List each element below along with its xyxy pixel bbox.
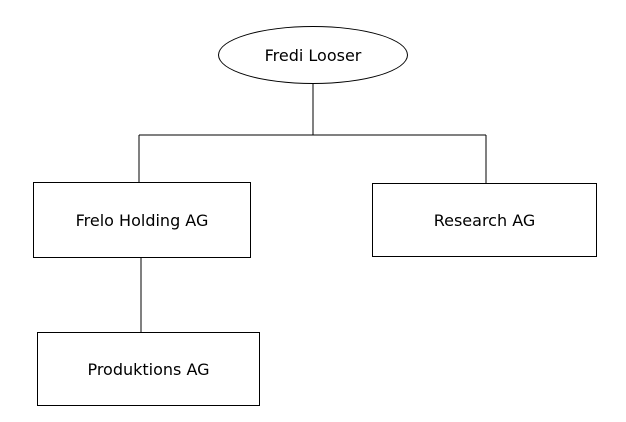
node-label: Frelo Holding AG xyxy=(75,210,209,230)
node-fredi-looser: Fredi Looser xyxy=(218,26,408,84)
node-label: Research AG xyxy=(433,210,536,230)
node-label: Produktions AG xyxy=(87,359,210,379)
node-frelo-holding-ag: Frelo Holding AG xyxy=(33,182,251,258)
node-label: Fredi Looser xyxy=(264,45,362,65)
node-produktions-ag: Produktions AG xyxy=(37,332,260,406)
node-research-ag: Research AG xyxy=(372,183,597,257)
